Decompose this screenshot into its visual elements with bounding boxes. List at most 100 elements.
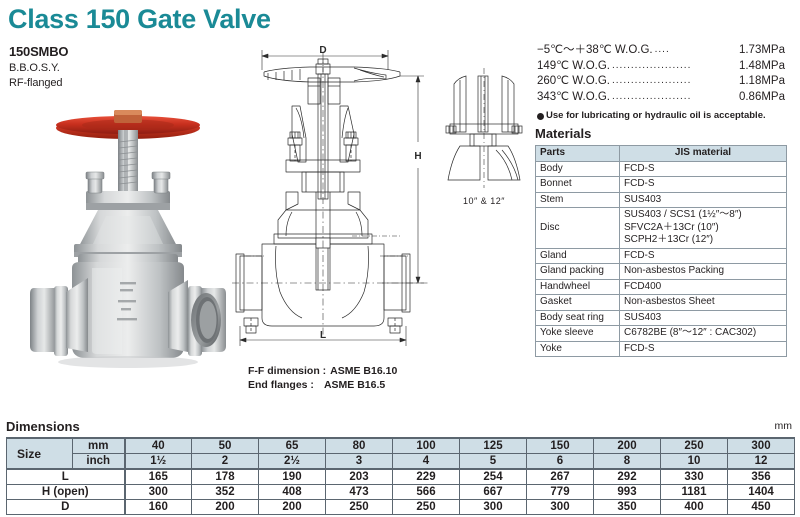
part-name: Handwheel — [535, 278, 620, 295]
inset-section-view — [445, 68, 523, 188]
rating-row: 343℃ W.O.G. ..................... 0.86MP… — [537, 90, 785, 106]
dimension-label-d: D — [319, 45, 326, 56]
dimension-value: 1181 — [660, 484, 728, 500]
part-name: Gland packing — [535, 263, 620, 280]
part-name: Gland — [535, 247, 620, 264]
dimension-value: 250 — [325, 499, 393, 515]
dimension-value: 254 — [459, 468, 527, 485]
dimension-value: 300 — [459, 499, 527, 515]
standard-ff-value: ASME B16.10 — [330, 365, 398, 377]
rating-temp: −5℃～＋38℃ W.O.G. — [537, 44, 653, 56]
size-inch: 5 — [459, 453, 527, 470]
part-material: FCD-S — [619, 247, 787, 264]
dimensions-unit-label: mm — [774, 420, 793, 432]
pressure-ratings: −5℃～＋38℃ W.O.G. .... 1.73MPa 149℃ W.O.G.… — [537, 43, 785, 124]
rating-value: 1.18MPa — [738, 75, 785, 87]
unit-label-mm: mm — [72, 437, 126, 454]
disc-material-line: SFVC2A＋13Cr (10″) — [624, 221, 719, 233]
size-inch: 6 — [526, 453, 594, 470]
size-mm: 125 — [459, 437, 527, 454]
size-inch: 2 — [191, 453, 259, 470]
model-line-2: RF-flanged — [9, 77, 63, 89]
dimension-value: 779 — [526, 484, 594, 500]
col-header-parts: Parts — [535, 145, 620, 162]
ratings-note: Use for lubricating or hydraulic oil is … — [537, 109, 785, 124]
dimension-row-label: H (open) — [6, 484, 126, 500]
dimension-value: 200 — [191, 499, 259, 515]
model-block: 150SMBO B.B.O.S.Y. RF-flanged — [9, 44, 68, 89]
dimension-value: 330 — [660, 468, 728, 485]
size-mm: 80 — [325, 437, 393, 454]
dimension-row-d: D 160 200 200 250 250 300 300 350 400 45… — [6, 499, 795, 515]
part-name: Body seat ring — [535, 309, 620, 326]
size-inch: 2½ — [258, 453, 326, 470]
dimension-value: 190 — [258, 468, 326, 485]
bullet-icon — [537, 112, 544, 120]
dimension-value: 229 — [392, 468, 460, 485]
rating-temp: 260℃ W.O.G. — [537, 75, 610, 87]
dimension-value: 165 — [124, 468, 192, 485]
cross-section-drawing: D H L — [232, 42, 432, 357]
rating-temp: 149℃ W.O.G. — [537, 59, 610, 72]
part-name: Body — [535, 160, 620, 177]
dimension-value: 200 — [258, 499, 326, 515]
materials-heading: Materials — [535, 126, 592, 141]
size-mm: 65 — [258, 437, 326, 454]
gate-valve-photo-illustration — [30, 110, 226, 368]
part-name: Stem — [535, 191, 620, 208]
dimension-value: 350 — [593, 499, 661, 515]
page-title: Class 150 Gate Valve — [8, 4, 271, 34]
part-material: FCD-S — [619, 340, 787, 357]
dimensions-header-inch-row: inch 1½ 2 2½ 3 4 5 6 8 10 12 — [7, 453, 795, 470]
size-mm: 40 — [124, 437, 192, 454]
dimension-row-h: H (open) 300 352 408 473 566 667 779 993… — [6, 484, 795, 500]
dimension-value: 352 — [191, 484, 259, 500]
dimension-row-l: L 165 178 190 203 229 254 267 292 330 35… — [6, 468, 795, 485]
size-mm: 200 — [593, 437, 661, 454]
dimensions-heading: Dimensions — [6, 419, 80, 434]
dimension-value: 203 — [325, 468, 393, 485]
ratings-note-text: Use for lubricating or hydraulic oil is … — [546, 110, 766, 121]
size-mm: 50 — [191, 437, 259, 454]
dimension-value: 160 — [124, 499, 192, 515]
part-material: SUS403 — [619, 309, 787, 326]
rating-row: 149℃ W.O.G. ..................... 1.48MP… — [537, 59, 785, 75]
part-material: FCD400 — [619, 278, 787, 295]
inset-caption: 10″ & 12″ — [463, 196, 505, 206]
table-row-disc: Disc SUS403 / SCS1 (1½″～8″) SFVC2A＋13Cr … — [535, 207, 787, 249]
rating-row: 260℃ W.O.G. ..................... 1.18MP… — [537, 74, 785, 90]
size-inch: 4 — [392, 453, 460, 470]
model-line-1: B.B.O.S.Y. — [9, 62, 60, 74]
standard-flange-value: ASME B16.5 — [323, 379, 386, 391]
part-material-multiline: SUS403 / SCS1 (1½″～8″) SFVC2A＋13Cr (10″)… — [619, 207, 787, 249]
standards-notes: F-F dimension :ASME B16.10 End flanges :… — [248, 364, 397, 392]
unit-label-inch: inch — [72, 453, 126, 470]
dimension-value: 300 — [124, 484, 192, 500]
dimension-row-label: L — [6, 468, 126, 485]
size-inch: 8 — [593, 453, 661, 470]
dimension-value: 250 — [392, 499, 460, 515]
disc-material-line: SUS403 / SCS1 (1½″～8″) — [624, 209, 742, 220]
valve-section-view: D H L — [232, 45, 428, 346]
inset-drawing-10-12: 10″ & 12″ — [436, 62, 532, 212]
standard-ff-label: F-F dimension : — [248, 365, 327, 377]
dimension-label-h: H — [414, 151, 421, 162]
part-material: FCD-S — [619, 160, 787, 177]
size-inch: 3 — [325, 453, 393, 470]
standard-flange-label: End flanges : — [248, 379, 314, 391]
disc-material-line: SCPH2＋13Cr (12″) — [624, 234, 714, 245]
part-name: Disc — [535, 207, 620, 249]
dimension-value: 178 — [191, 468, 259, 485]
dimension-value: 667 — [459, 484, 527, 500]
rating-value: 1.48MPa — [738, 59, 785, 72]
dimension-label-l: L — [320, 330, 326, 341]
dimension-value: 292 — [593, 468, 661, 485]
part-material: Non-asbestos Sheet — [619, 294, 787, 311]
part-material: FCD-S — [619, 176, 787, 193]
size-mm: 100 — [392, 437, 460, 454]
